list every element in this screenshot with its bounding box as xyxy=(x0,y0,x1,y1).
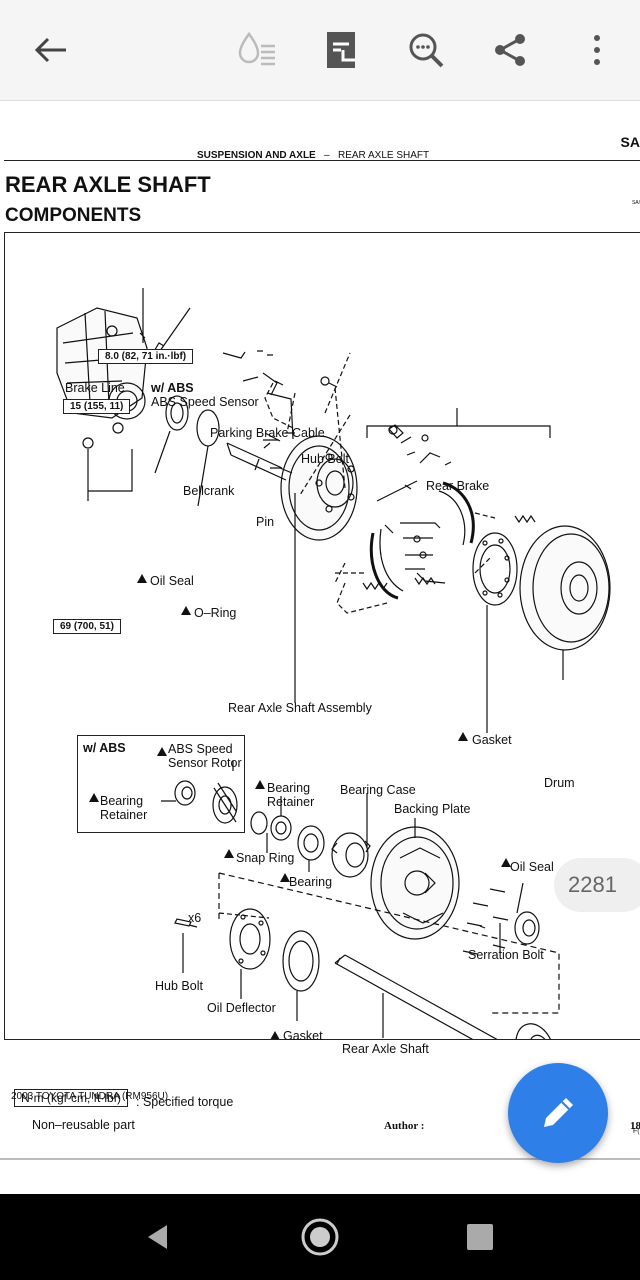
edit-fab-button[interactable] xyxy=(508,1063,608,1163)
drum-label: Drum xyxy=(544,776,575,790)
brake-line-label: Brake Line xyxy=(65,381,125,395)
parking-brake-cable-label: Parking Brake Cable xyxy=(210,426,325,440)
back-arrow-icon[interactable] xyxy=(26,26,74,74)
abs-rotor-label-2: Sensor Rotor xyxy=(168,756,242,770)
page-number-indicator[interactable]: 2281 xyxy=(554,858,640,912)
nav-recents-icon[interactable] xyxy=(455,1212,505,1262)
legend-nonreusable-text: Non–reusable part xyxy=(32,1118,135,1132)
nav-home-icon[interactable] xyxy=(295,1212,345,1262)
torque-sensor-label: 8.0 (82, 71 in.·lbf) xyxy=(98,349,194,364)
section-code: SA xyxy=(620,134,640,150)
oil-deflector-label: Oil Deflector xyxy=(207,1001,276,1015)
footer-author-label: Author : xyxy=(384,1120,425,1132)
torque-69-label: 69 (700, 51) xyxy=(53,619,121,634)
hub-bolt-top-label: Hub Bolt xyxy=(301,452,349,466)
search-icon[interactable] xyxy=(402,26,450,74)
abs-speed-sensor-label: ABS Speed Sensor xyxy=(151,395,259,409)
oil-seal-left-label: Oil Seal xyxy=(150,574,194,588)
exploded-view-drawing xyxy=(56,288,611,1039)
footer-model: 2003 TOYOTA TUNDRA (RM956U) xyxy=(11,1091,169,1102)
gasket-mid-label: Gasket xyxy=(472,733,512,747)
breadcrumb: SUSPENSION AND AXLE – REAR AXLE SHAFT xyxy=(197,150,429,161)
app-toolbar xyxy=(0,0,640,101)
breadcrumb-page: REAR AXLE SHAFT xyxy=(337,150,430,161)
bearing-retainer-label-2: Retainer xyxy=(267,795,315,809)
ref-code: SA/ xyxy=(631,200,640,206)
document-icon[interactable] xyxy=(317,26,365,74)
x6-label: x6 xyxy=(188,911,202,925)
components-diagram: 8.0 (82, 71 in.·lbf) Brake Line 15 (155,… xyxy=(4,232,640,1135)
legend-torque-box: N·m (kgf·cm, ft·lbf) xyxy=(14,1089,128,1107)
breadcrumb-section: SUSPENSION AND AXLE xyxy=(197,150,316,161)
bearing-label: Bearing xyxy=(289,875,333,889)
bellcrank-label: Bellcrank xyxy=(183,484,235,498)
nav-back-icon[interactable] xyxy=(133,1212,183,1262)
abs-box-title: w/ ABS xyxy=(83,741,126,755)
snap-ring-label: Snap Ring xyxy=(236,851,295,865)
page-subtitle: COMPONENTS xyxy=(5,205,142,226)
page-title: REAR AXLE SHAFT xyxy=(5,172,211,197)
w-abs-label: w/ ABS xyxy=(151,381,194,395)
hub-bolt-bottom-label: Hub Bolt xyxy=(155,979,203,993)
share-icon[interactable] xyxy=(486,26,534,74)
rear-axle-shaft-assembly-label: Rear Axle Shaft Assembly xyxy=(228,701,372,715)
header-divider xyxy=(4,160,640,161)
system-navigation-bar xyxy=(0,1194,640,1280)
legend-torque-text: : Specified torque xyxy=(136,1095,234,1109)
footer-page-fragment: 18 xyxy=(630,1120,640,1132)
backing-plate-label: Backing Plate xyxy=(394,802,471,816)
abs-bearing-retainer-label-1: Bearing xyxy=(100,794,144,808)
abs-bearing-retainer-label-2: Retainer xyxy=(100,808,148,822)
o-ring-label: O–Ring xyxy=(194,606,237,620)
breadcrumb-dash: – xyxy=(324,150,330,161)
more-vert-icon[interactable] xyxy=(573,26,621,74)
page-bottom-divider xyxy=(0,1158,640,1160)
pin-label: Pin xyxy=(256,515,275,529)
serration-bolt-label: Serration Bolt xyxy=(468,948,544,962)
document-page[interactable]: SA SUSPENSION AND AXLE – REAR AXLE SHAFT… xyxy=(0,104,640,1159)
bearing-case-label: Bearing Case xyxy=(340,783,416,797)
rear-brake-label: Rear Brake xyxy=(426,479,490,493)
bearing-retainer-label-1: Bearing xyxy=(267,781,311,795)
rear-axle-shaft-label: Rear Axle Shaft xyxy=(342,1042,429,1056)
oil-seal-right-label: Oil Seal xyxy=(510,860,554,874)
text-reflow-icon[interactable] xyxy=(233,26,281,74)
torque-brake-line-label: 15 (155, 11) xyxy=(63,399,131,414)
gasket-bottom-label: Gasket xyxy=(283,1029,323,1043)
pencil-icon xyxy=(544,1098,573,1127)
figure-code: F( xyxy=(633,1128,640,1135)
abs-variant-box xyxy=(77,735,245,833)
abs-rotor-label-1: ABS Speed xyxy=(168,742,233,756)
